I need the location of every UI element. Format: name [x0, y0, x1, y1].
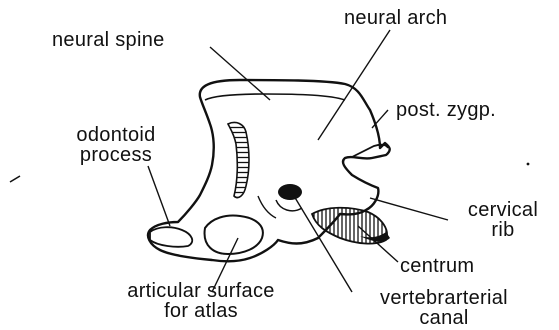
stray-dot [527, 163, 530, 166]
label-neural-arch: neural arch [344, 8, 447, 28]
label-cervical-rib-line2: rib [448, 220, 558, 240]
label-vertebrarterial-line2: canal [346, 308, 542, 328]
label-vertebrarterial-line1: vertebrarterial [346, 288, 542, 308]
label-neural-spine: neural spine [52, 30, 165, 50]
label-odontoid-process: odontoid process [58, 125, 174, 165]
label-centrum: centrum [400, 256, 474, 276]
label-post-zygp: post. zygp. [396, 100, 496, 120]
label-articular-line2: for atlas [86, 301, 316, 321]
stray-mark [10, 176, 20, 182]
leader-odontoid [148, 166, 170, 226]
label-vertebrarterial-canal: vertebrarterial canal [346, 288, 542, 328]
label-odontoid-line2: process [58, 145, 174, 165]
leader-cervical-rib [370, 198, 448, 220]
label-articular-surface: articular surface for atlas [86, 281, 316, 321]
label-odontoid-line1: odontoid [58, 125, 174, 145]
label-cervical-rib: cervical rib [448, 200, 558, 240]
label-cervical-rib-line1: cervical [448, 200, 558, 220]
vertebrarterial-canal-shape [278, 184, 302, 200]
label-articular-line1: articular surface [86, 281, 316, 301]
